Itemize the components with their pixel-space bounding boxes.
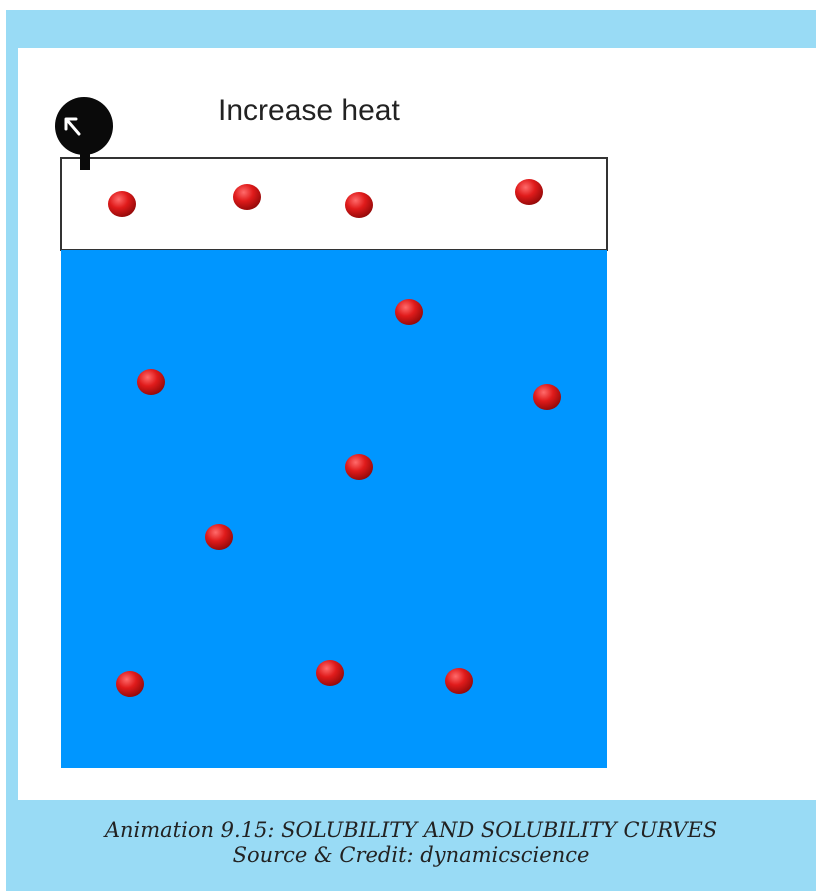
- particle: [515, 179, 543, 205]
- particles-vapor: [108, 179, 543, 218]
- heat-knob-icon[interactable]: [55, 97, 113, 170]
- increase-heat-label: Increase heat: [218, 94, 400, 127]
- figure-caption: Animation 9.15: SOLUBILITY AND SOLUBILIT…: [6, 818, 816, 868]
- particle: [445, 668, 473, 694]
- particle: [533, 384, 561, 410]
- particle: [233, 184, 261, 210]
- particles-dissolved: [116, 299, 561, 697]
- pointer-arrow-icon: [64, 117, 81, 136]
- particle: [316, 660, 344, 686]
- particle: [395, 299, 423, 325]
- caption-title: Animation 9.15: SOLUBILITY AND SOLUBILIT…: [104, 818, 718, 842]
- caption-credit: Source & Credit: dynamicscience: [232, 843, 590, 867]
- beaker-liquid: [61, 250, 607, 768]
- particle: [116, 671, 144, 697]
- particle: [345, 454, 373, 480]
- solubility-animation: [55, 97, 608, 768]
- particle: [205, 524, 233, 550]
- particle: [108, 191, 136, 217]
- particle: [345, 192, 373, 218]
- particle: [137, 369, 165, 395]
